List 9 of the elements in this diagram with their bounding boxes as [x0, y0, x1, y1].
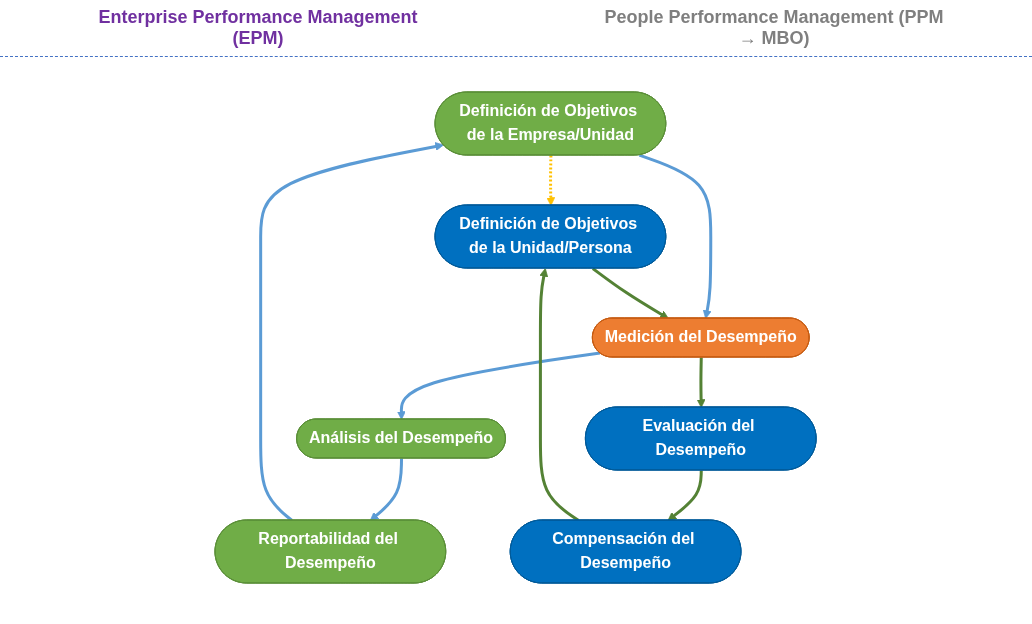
arrow: [546, 154, 556, 206]
arrow: [668, 469, 704, 521]
arrow: [370, 457, 404, 521]
arrow: [639, 153, 713, 319]
arrow: [397, 351, 601, 420]
section-heading: Enterprise Performance Management (EPM): [97, 7, 419, 49]
arrow: [697, 356, 706, 408]
arrow: [592, 266, 670, 319]
section-heading: People Performance Management (PPM → MBO): [603, 7, 945, 49]
